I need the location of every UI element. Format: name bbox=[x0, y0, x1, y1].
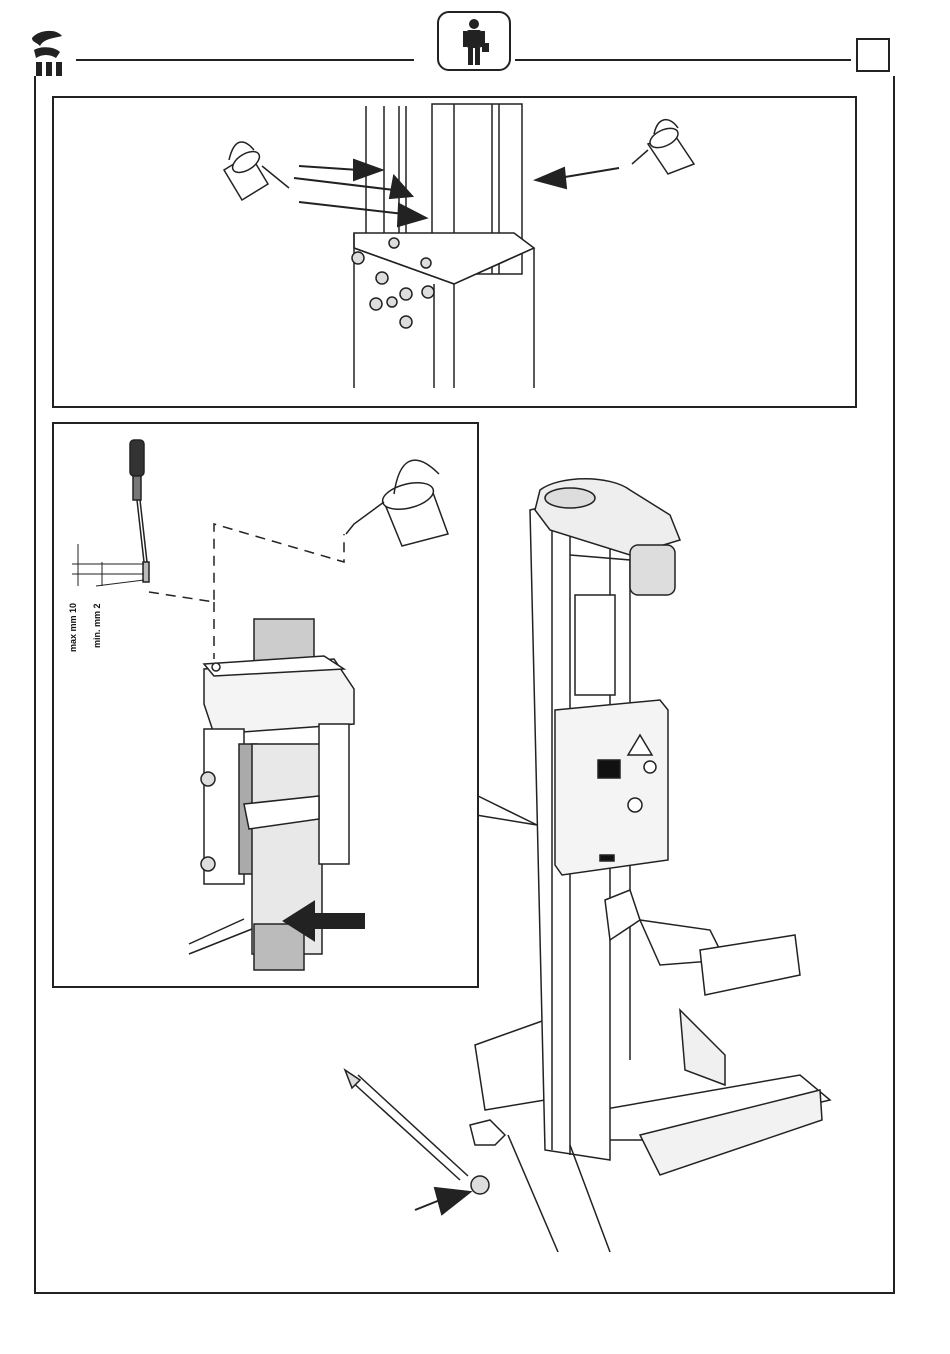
arrow-icon bbox=[415, 1188, 470, 1214]
dimension-marks bbox=[72, 544, 144, 586]
top-lubrication-panel bbox=[52, 96, 857, 408]
oil-can-icon bbox=[632, 120, 694, 174]
oil-can-icon bbox=[224, 142, 289, 200]
max-wear-label: max mm 10 bbox=[68, 603, 78, 652]
page-number-box bbox=[856, 38, 890, 72]
header-rule-left bbox=[76, 59, 414, 61]
screwdriver-icon bbox=[130, 440, 149, 582]
spindle-nut-detail-panel: max mm 10 min. mm 2 bbox=[52, 422, 479, 988]
dashed-guide-line bbox=[149, 524, 344, 602]
oil-can-icon bbox=[346, 460, 448, 546]
operator-person-icon bbox=[437, 11, 511, 71]
column-illustration bbox=[352, 104, 534, 388]
manufacturer-logo-icon bbox=[26, 28, 70, 80]
header-rule-right bbox=[515, 59, 851, 61]
min-wear-label: min. mm 2 bbox=[92, 603, 102, 648]
